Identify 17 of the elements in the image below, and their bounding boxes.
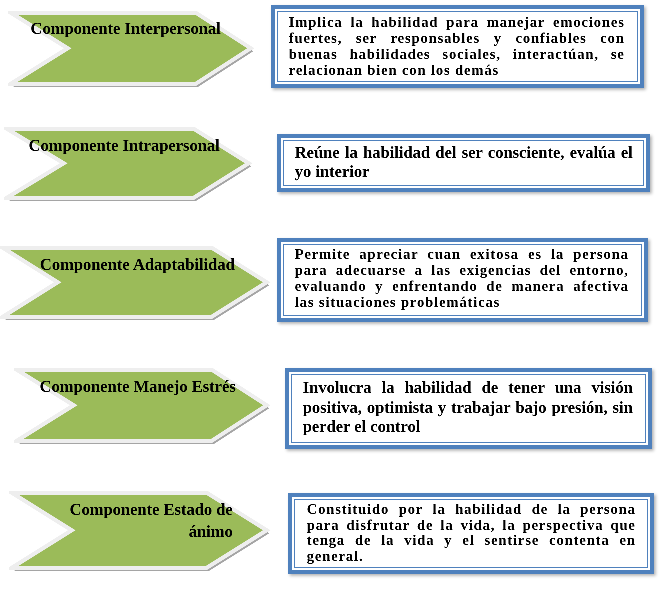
chevron-banner xyxy=(8,10,256,90)
chevron-banner xyxy=(14,367,272,447)
chevron-banner xyxy=(0,245,272,323)
description-box xyxy=(285,368,652,449)
description-text: Permite apreciar cuan exitosa es la persona para adecuarse a las exigencias del entorno, evaluando y enfrentando de manera afectiva las situaciones problemáticas xyxy=(295,247,629,311)
description-box xyxy=(277,238,648,322)
chevron-banner xyxy=(4,126,254,204)
description-text: Involucra la habilidad de tener una visión positiva, optimista y trabajar bajo presión, sin perder el control xyxy=(303,378,633,436)
description-text: Constituido por la habilidad de la persona para disfrutar de la vida, la perspectiva que tenga de la vida y el sentirse contenta en general. xyxy=(307,503,636,565)
component-label: Componente Estado de ánimo xyxy=(68,499,233,543)
description-box xyxy=(271,5,644,88)
chevron-banner xyxy=(9,490,272,574)
description-text: Implica la habilidad para manejar emociones fuertes, ser responsables y confiables con buenas habilidades sociales, interactúan, se relacionan bien con los demás xyxy=(289,15,625,79)
description-box xyxy=(277,134,650,192)
description-text: Reúne la habilidad del ser consciente, evalúa el yo interior xyxy=(295,143,633,181)
description-box xyxy=(288,493,654,574)
component-label: Componente Adaptabilidad xyxy=(39,255,235,274)
